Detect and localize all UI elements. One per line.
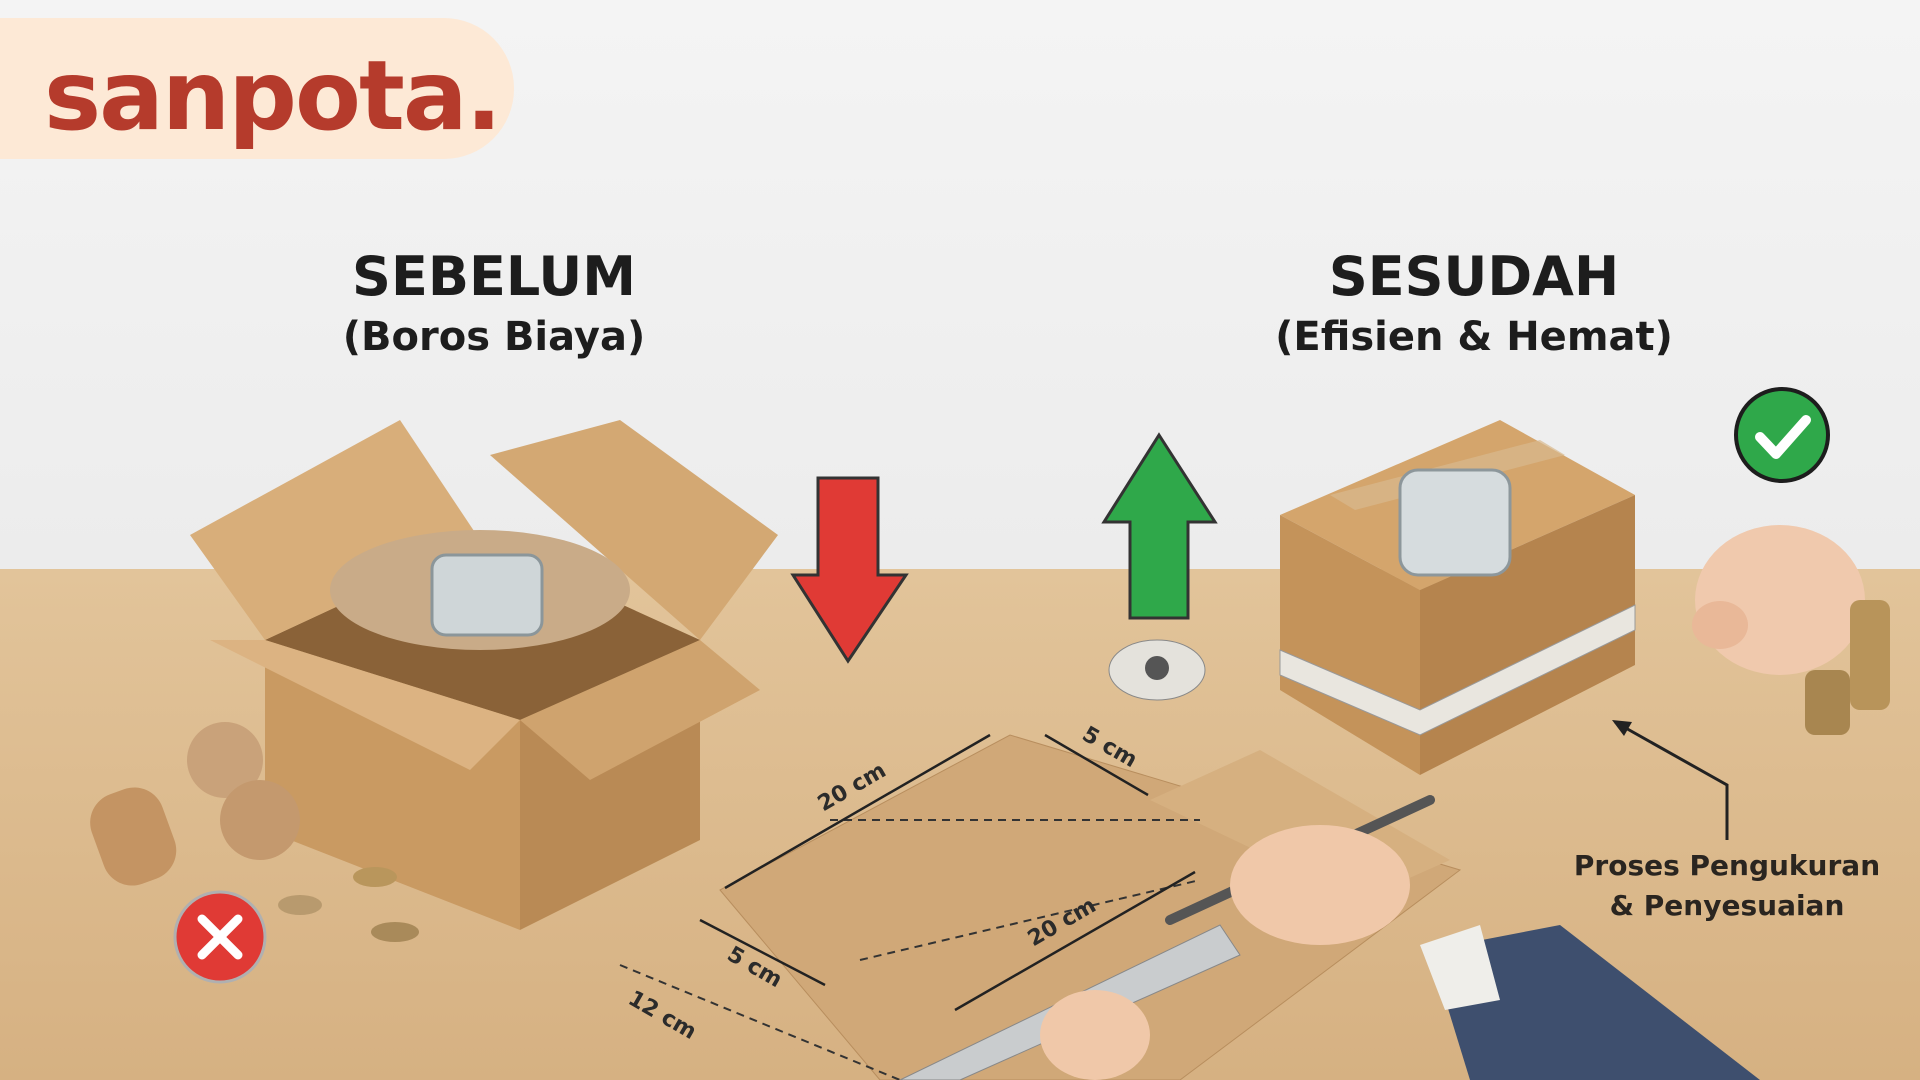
coin (353, 867, 397, 887)
before-subtitle: (Boros Biaya) (342, 314, 646, 360)
green-up-arrow-icon (1101, 432, 1218, 620)
caption: Proses Pengukuran & Penyesuaian (1537, 846, 1917, 926)
caption-pointer-arrow (1614, 720, 1729, 840)
hand-with-pencil (899, 795, 1760, 1080)
coin (371, 922, 419, 942)
fold-lines (619, 819, 1201, 1080)
caption-line-1: Proses Pengukuran (1573, 849, 1881, 882)
paper-roll (90, 787, 177, 886)
check-icon (1734, 387, 1830, 483)
after-subtitle: (Efisien & Hemat) (1275, 314, 1673, 360)
crumpled-paper (220, 780, 300, 860)
coin-stack (1850, 600, 1890, 710)
measuring-tape (1279, 604, 1636, 736)
glass-jar (430, 553, 544, 637)
coin-stack (1805, 670, 1850, 735)
logo-banner: sanpota. (0, 18, 514, 159)
after-title: SESUDAH (1328, 245, 1620, 308)
caption-line-2: & Penyesuaian (1609, 889, 1845, 922)
crumpled-paper (187, 722, 263, 798)
x-icon (173, 890, 267, 984)
dimension-lines (699, 733, 1196, 1012)
after-heading: SESUDAH (Efisien & Hemat) (1174, 245, 1774, 360)
closed-box (1108, 420, 1636, 775)
before-heading: SEBELUM (Boros Biaya) (194, 245, 794, 360)
piggy-bank (1692, 525, 1890, 735)
glass-jar (1398, 468, 1512, 577)
caption-pointer-arrowhead (1612, 720, 1632, 736)
before-title: SEBELUM (352, 245, 636, 308)
red-down-arrow-icon (790, 476, 909, 664)
coin (278, 895, 322, 915)
open-box (90, 420, 778, 942)
logo: sanpota. (44, 40, 502, 152)
